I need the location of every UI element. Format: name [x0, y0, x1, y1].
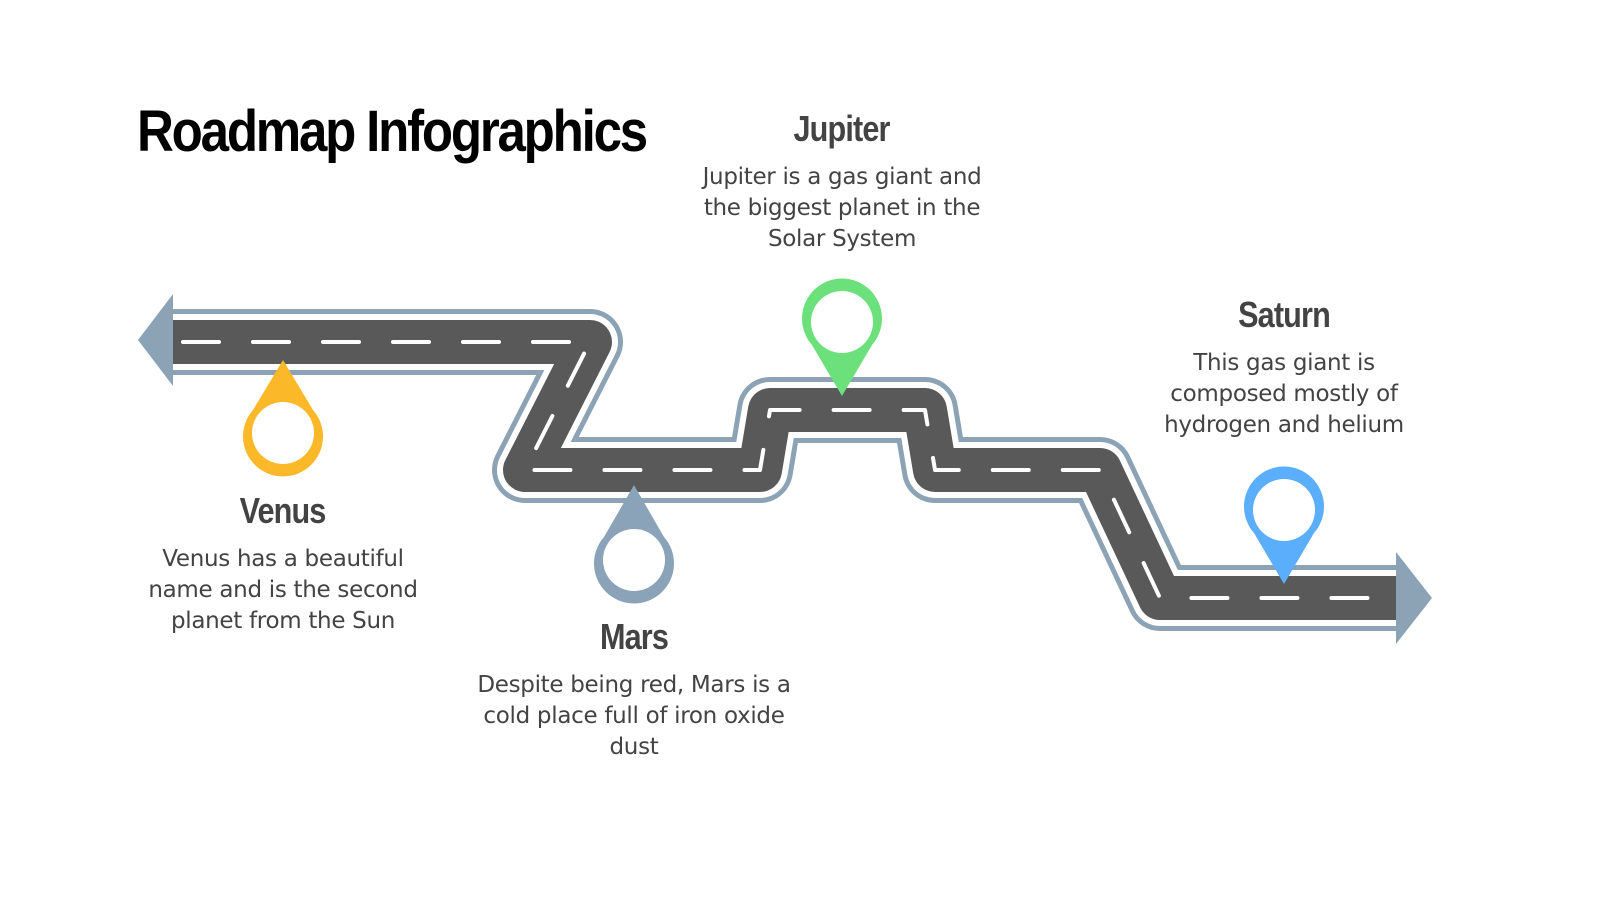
- left-arrow-icon: [138, 294, 173, 386]
- saturn-pin: [1244, 466, 1325, 584]
- milestone-venus: Venus Venus has a beautiful name and is …: [123, 490, 443, 637]
- milestone-description: This gas giant is composed mostly of hyd…: [1164, 350, 1404, 438]
- milestone-title: Saturn: [1238, 294, 1331, 335]
- jupiter-pin: [802, 278, 883, 396]
- milestone-title: Mars: [599, 616, 669, 657]
- milestone-jupiter: Jupiter Jupiter is a gas giant and the b…: [682, 108, 1002, 255]
- milestone-title: Jupiter: [793, 108, 891, 149]
- milestone-saturn: Saturn This gas giant is composed mostly…: [1124, 294, 1444, 441]
- milestone-mars: Mars Despite being red, Mars is a cold p…: [474, 616, 794, 763]
- milestone-description: Despite being red, Mars is a cold place …: [477, 672, 791, 760]
- milestone-description: Jupiter is a gas giant and the biggest p…: [702, 164, 982, 252]
- road: [171, 309, 1398, 631]
- mars-pin: [594, 485, 674, 604]
- page-title: Roadmap Infographics: [137, 99, 648, 164]
- venus-pin: [243, 360, 323, 477]
- right-arrow-icon: [1396, 552, 1432, 644]
- road-center-dashes: [171, 340, 1398, 600]
- milestone-title: Venus: [240, 490, 327, 531]
- milestone-description: Venus has a beautiful name and is the se…: [148, 546, 418, 634]
